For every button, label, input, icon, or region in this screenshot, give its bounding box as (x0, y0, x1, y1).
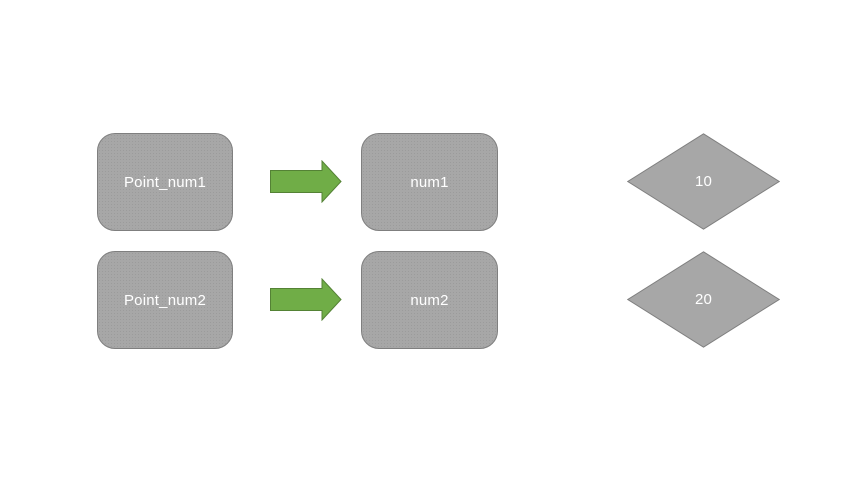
shape-value-10[interactable]: 10 (627, 133, 780, 230)
shape-target-num1[interactable]: num1 (361, 133, 498, 231)
shape-label: 20 (694, 291, 713, 308)
shape-label: num2 (410, 291, 449, 309)
arrow-shape (270, 160, 342, 203)
shape-label: 10 (694, 173, 713, 190)
diamond-icon (627, 133, 780, 230)
shape-source-point-num1[interactable]: Point_num1 (97, 133, 233, 231)
shape-label: num1 (410, 173, 449, 191)
shape-source-point-num2[interactable]: Point_num2 (97, 251, 233, 349)
right-arrow-icon[interactable] (270, 278, 342, 321)
shape-target-num2[interactable]: num2 (361, 251, 498, 349)
shape-label: Point_num1 (123, 173, 207, 191)
shape-label: Point_num2 (123, 291, 207, 309)
shape-value-20[interactable]: 20 (627, 251, 780, 348)
arrow-shape (270, 278, 342, 321)
right-arrow-icon[interactable] (270, 160, 342, 203)
diamond-icon (627, 251, 780, 348)
